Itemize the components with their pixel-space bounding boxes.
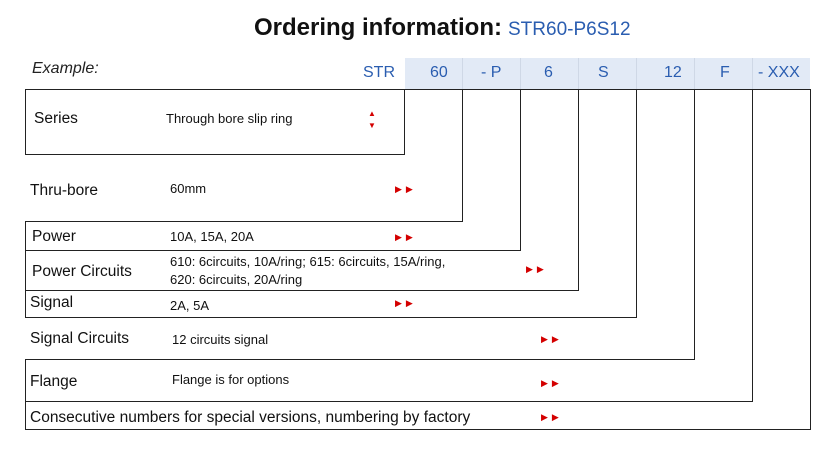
up-down-triangle-icon: ▲▼ bbox=[368, 109, 376, 130]
connector-signal-circuits bbox=[694, 89, 695, 359]
connector-bore bbox=[462, 89, 463, 221]
left-border bbox=[25, 250, 26, 290]
header-divider bbox=[462, 58, 463, 89]
double-right-triangle-icon: ▶▶ bbox=[395, 184, 417, 194]
header-code-bore: 60 bbox=[430, 64, 448, 81]
row-desc-power-circuits-line2: 620: 6circuits, 20A/ring bbox=[170, 272, 303, 287]
double-right-triangle-icon: ▶▶ bbox=[526, 264, 548, 274]
connector-power bbox=[520, 89, 521, 250]
row-rule-power-circuits bbox=[25, 290, 579, 291]
row-desc-series: Through bore slip ring bbox=[166, 111, 293, 126]
left-border bbox=[25, 359, 26, 401]
row-label-thru-bore: Thru-bore bbox=[30, 182, 99, 199]
header-code-flange: F bbox=[720, 64, 730, 81]
row-rule-signal-circuits bbox=[25, 359, 695, 360]
left-border bbox=[25, 401, 26, 429]
row-rule-bore bbox=[25, 221, 463, 222]
double-right-triangle-icon: ▶▶ bbox=[541, 412, 563, 422]
header-code-power-circuits: 6 bbox=[544, 64, 553, 81]
double-right-triangle-icon: ▶▶ bbox=[395, 298, 417, 308]
header-divider bbox=[636, 58, 637, 89]
row-desc-signal: 2A, 5A bbox=[170, 298, 210, 313]
row-desc-flange: Flange is for options bbox=[172, 372, 290, 387]
row-label-flange: Flange bbox=[30, 373, 78, 390]
double-right-triangle-icon: ▶▶ bbox=[395, 232, 417, 242]
row-desc-power-circuits-line1: 610: 6circuits, 10A/ring; 615: 6circuits… bbox=[170, 254, 446, 269]
row-label-signal-circuits: Signal Circuits bbox=[30, 330, 130, 347]
connector-signal bbox=[636, 89, 637, 317]
row-rule-signal bbox=[25, 317, 637, 318]
row-desc-thru-bore: 60mm bbox=[170, 181, 207, 196]
row-rule-series bbox=[25, 154, 405, 155]
title-main: Ordering information: bbox=[254, 14, 502, 41]
row-rule-flange bbox=[25, 401, 753, 402]
row-label-special-versions: Consecutive numbers for special versions… bbox=[30, 409, 471, 426]
title-model-code: STR60-P6S12 bbox=[508, 19, 631, 40]
code-header-band bbox=[405, 58, 810, 89]
header-rule bbox=[25, 89, 810, 90]
header-divider bbox=[752, 58, 753, 89]
example-label: Example: bbox=[32, 60, 99, 77]
row-label-signal: Signal bbox=[30, 294, 74, 311]
connector-series bbox=[404, 89, 405, 154]
header-code-special: - XXX bbox=[758, 64, 800, 81]
double-right-triangle-icon: ▶▶ bbox=[541, 378, 563, 388]
header-divider bbox=[578, 58, 579, 89]
header-code-series: STR bbox=[363, 64, 395, 81]
row-label-power-circuits: Power Circuits bbox=[32, 263, 132, 280]
row-desc-power: 10A, 15A, 20A bbox=[170, 229, 254, 244]
header-code-power: - P bbox=[481, 64, 502, 81]
row-label-power: Power bbox=[32, 228, 76, 245]
connector-flange bbox=[752, 89, 753, 401]
left-border bbox=[25, 89, 26, 154]
connector-power-circuits bbox=[578, 89, 579, 290]
header-code-signal-circuits: 12 bbox=[664, 64, 682, 81]
header-code-signal: S bbox=[598, 64, 609, 81]
row-label-series: Series bbox=[34, 110, 78, 127]
header-divider bbox=[520, 58, 521, 89]
row-desc-signal-circuits: 12 circuits signal bbox=[172, 332, 269, 347]
row-rule-special bbox=[25, 429, 811, 430]
double-right-triangle-icon: ▶▶ bbox=[541, 334, 563, 344]
header-divider bbox=[694, 58, 695, 89]
left-border bbox=[25, 221, 26, 250]
row-rule-power bbox=[25, 250, 521, 251]
ordering-title: Ordering information: STR60-P6S12 bbox=[254, 14, 631, 42]
left-border bbox=[25, 290, 26, 317]
connector-special bbox=[810, 89, 811, 429]
